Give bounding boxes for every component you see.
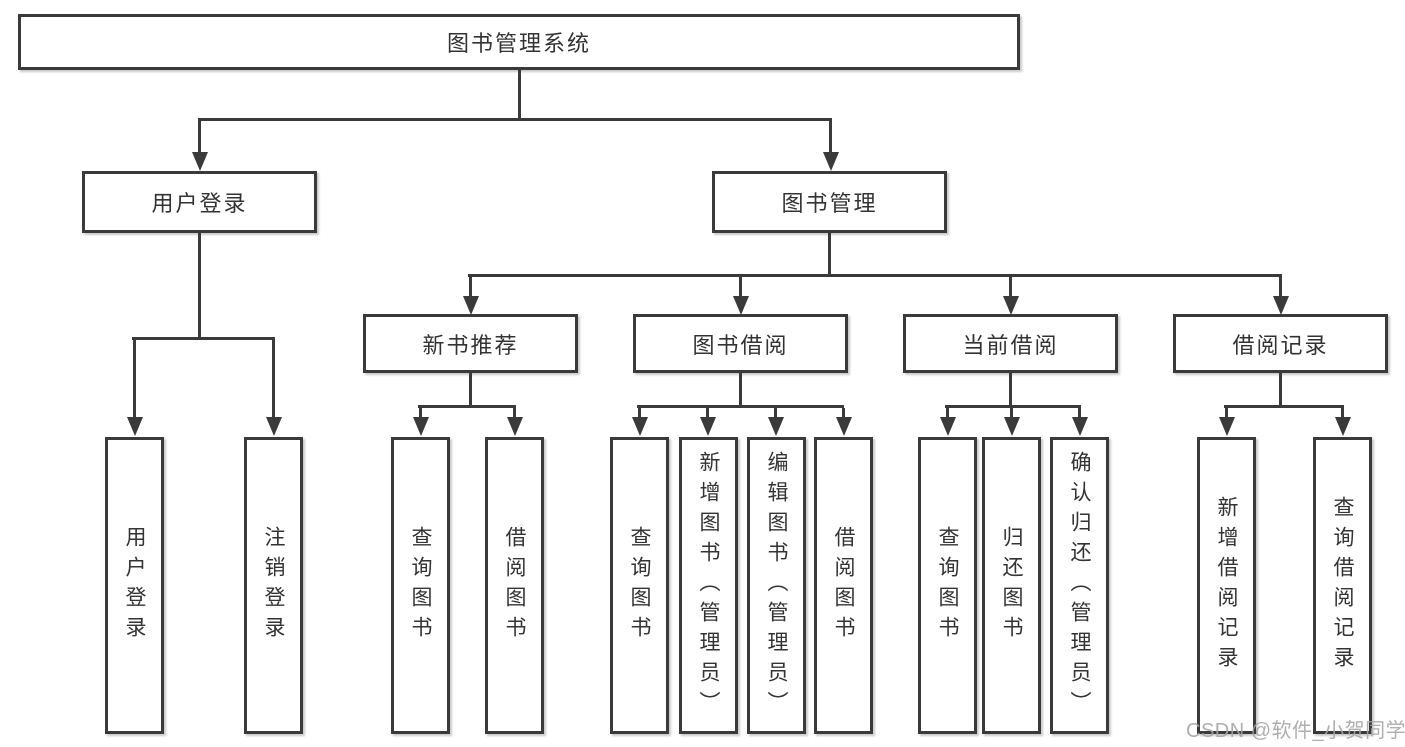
node-book-mgmt: 图书管理 [712, 171, 947, 233]
arrow-to-new-books [469, 277, 472, 296]
arrow-new-books-child-2 [513, 408, 516, 417]
arrow-borrow-records-child-2 [1341, 408, 1344, 417]
leaf-book-borrow-action-label: 借阅图书 [832, 525, 855, 646]
leaf-book-borrow-query-label: 查询图书 [628, 525, 651, 646]
arrow-to-leaf-logout [272, 340, 275, 417]
connector-borrow-records-stem [1279, 373, 1282, 408]
node-new-books-label: 新书推荐 [422, 332, 519, 358]
node-borrow-records-label: 借阅记录 [1232, 332, 1329, 358]
leaf-logout-label: 注销登录 [262, 525, 285, 646]
leaf-book-edit-admin-label: 编辑图书（管理员） [765, 450, 788, 721]
arrow-book-borrow-child-3 [774, 408, 777, 417]
arrow-book-borrow-child-4 [842, 408, 845, 417]
connector-current-borrow-bar [945, 405, 1081, 408]
node-new-books: 新书推荐 [363, 314, 578, 373]
connector-current-borrow-stem [1009, 373, 1012, 408]
arrow-book-borrow-child-2 [706, 408, 709, 417]
arrow-to-user-login [198, 121, 201, 152]
connector-book-mgmt-stem [828, 233, 831, 276]
leaf-user-login: 用户登录 [105, 437, 164, 734]
connector-book-borrow-stem [739, 373, 742, 408]
arrow-to-book-borrow [739, 277, 742, 296]
arrow-borrow-records-child-1 [1225, 408, 1228, 417]
connector-new-books-bar [418, 405, 516, 408]
connector-book-borrow-bar [637, 405, 844, 408]
node-book-borrow-label: 图书借阅 [692, 332, 789, 358]
arrow-current-borrow-child-3 [1078, 408, 1081, 417]
arrow-current-borrow-child-1 [946, 408, 949, 417]
arrow-to-book-mgmt [829, 121, 832, 152]
connector-new-books-stem [469, 373, 472, 408]
leaf-current-query-label: 查询图书 [936, 525, 959, 646]
leaf-return-book-label: 归还图书 [1000, 525, 1023, 646]
leaf-add-borrow-record: 新增借阅记录 [1197, 437, 1256, 734]
leaf-logout: 注销登录 [244, 437, 303, 734]
connector-root-bar [198, 118, 832, 121]
connector-borrow-records-bar [1224, 405, 1344, 408]
node-borrow-records: 借阅记录 [1173, 314, 1388, 373]
leaf-new-books-borrow: 借阅图书 [485, 437, 544, 734]
node-current-borrow: 当前借阅 [903, 314, 1118, 373]
connector-user-login-stem [198, 233, 201, 340]
leaf-return-book: 归还图书 [982, 437, 1041, 734]
connector-root-stem [518, 70, 521, 120]
node-user-login: 用户登录 [82, 171, 317, 233]
node-root: 图书管理系统 [18, 14, 1020, 70]
csdn-watermark: CSDN @软件_小贺同学 [1186, 720, 1405, 742]
leaf-book-edit-admin: 编辑图书（管理员） [747, 437, 806, 734]
leaf-book-borrow-query: 查询图书 [610, 437, 669, 734]
arrow-book-borrow-child-1 [638, 408, 641, 417]
leaf-book-borrow-action: 借阅图书 [814, 437, 873, 734]
node-user-login-label: 用户登录 [151, 191, 248, 216]
node-book-mgmt-label: 图书管理 [781, 191, 878, 216]
node-current-borrow-label: 当前借阅 [962, 332, 1059, 358]
leaf-user-login-label: 用户登录 [123, 525, 146, 646]
leaf-new-books-borrow-label: 借阅图书 [503, 525, 526, 646]
arrow-to-leaf-login [133, 340, 136, 417]
leaf-confirm-return-admin-label: 确认归还（管理员） [1068, 450, 1091, 721]
leaf-new-books-query-label: 查询图书 [409, 525, 432, 646]
arrow-new-books-child-1 [419, 408, 422, 417]
arrow-current-borrow-child-2 [1010, 408, 1013, 417]
leaf-book-add-admin: 新增图书（管理员） [679, 437, 738, 734]
leaf-book-add-admin-label: 新增图书（管理员） [697, 450, 720, 721]
connector-book-mgmt-bar [468, 274, 1282, 277]
node-root-label: 图书管理系统 [446, 31, 591, 56]
leaf-confirm-return-admin: 确认归还（管理员） [1050, 437, 1109, 734]
leaf-add-borrow-record-label: 新增借阅记录 [1215, 495, 1238, 676]
connector-user-login-bar [132, 337, 275, 340]
leaf-query-borrow-record-label: 查询借阅记录 [1331, 495, 1354, 676]
leaf-new-books-query: 查询图书 [391, 437, 450, 734]
arrow-to-borrow-records [1279, 277, 1282, 296]
arrow-to-current-borrow [1009, 277, 1012, 296]
leaf-query-borrow-record: 查询借阅记录 [1313, 437, 1372, 734]
node-book-borrow: 图书借阅 [633, 314, 848, 373]
leaf-current-query: 查询图书 [918, 437, 977, 734]
